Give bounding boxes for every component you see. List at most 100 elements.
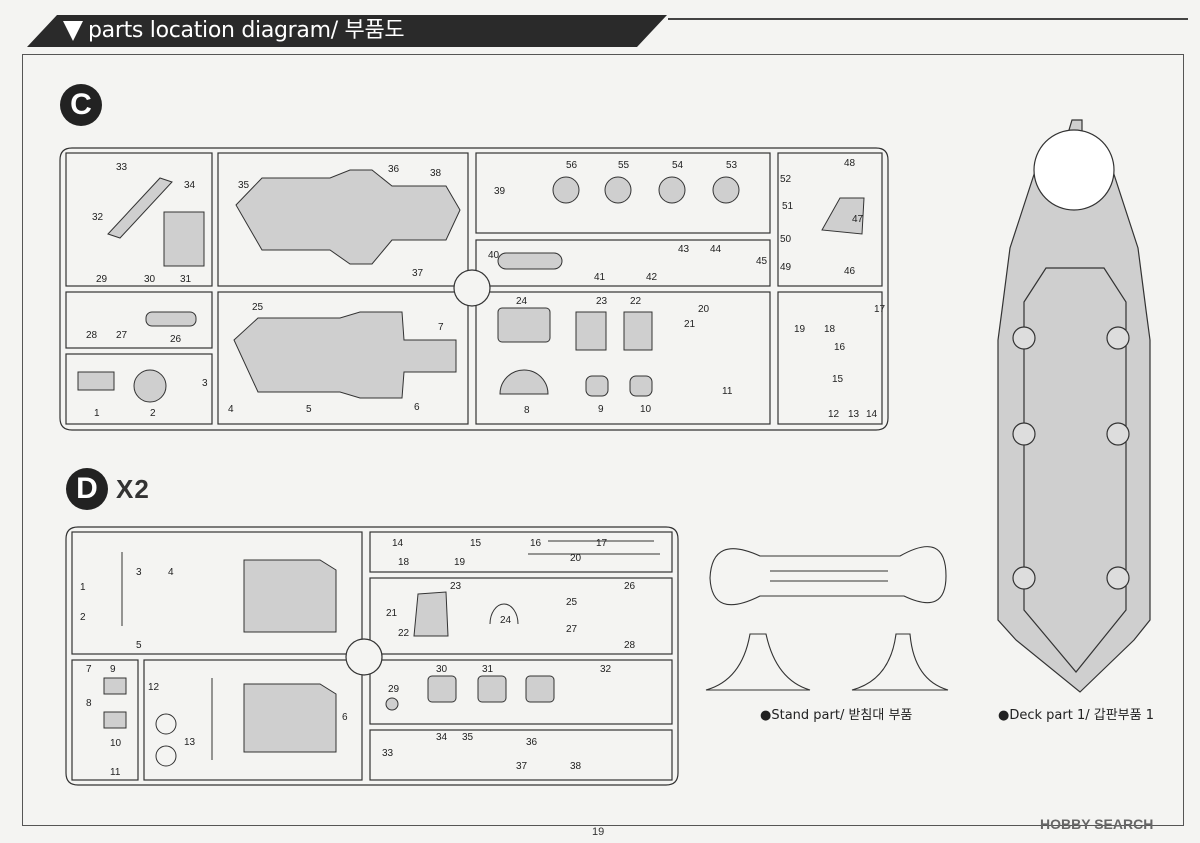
sprue-c-part-number: 48	[844, 158, 856, 169]
sprue-c-part-number: 16	[834, 342, 846, 353]
sprue-d-part-number: 26	[624, 581, 636, 592]
stand-leg-right	[851, 633, 949, 691]
part-d29	[385, 697, 399, 711]
sprue-c-cell	[777, 152, 883, 287]
sprue-c-part-number: 55	[618, 160, 630, 171]
part-c53	[712, 176, 740, 204]
sprue-c-part-number: 6	[414, 402, 420, 413]
part-c35	[235, 169, 461, 265]
sprue-c-part-number: 39	[494, 186, 506, 197]
sprue-d-cell	[369, 531, 673, 573]
sprue-c-part-number: 27	[116, 330, 128, 341]
part-c8	[499, 369, 549, 395]
sprue-d-part-number: 7	[86, 664, 92, 675]
sprue-c-part-number: 41	[594, 272, 606, 283]
sprue-d-part-number: 3	[136, 567, 142, 578]
sprue-c-part-number: 30	[144, 274, 156, 285]
sprue-d-part-number: 4	[168, 567, 174, 578]
sprue-d-part-number: 10	[110, 738, 122, 749]
stand-leg-left	[705, 633, 811, 691]
sprue-c-part-number: 35	[238, 180, 250, 191]
sprue-d-part-number: 23	[450, 581, 462, 592]
page-title: parts location diagram/ 부품도	[88, 18, 405, 43]
part-d13-lower	[155, 745, 177, 767]
sprue-c-part-number: 54	[672, 160, 684, 171]
sprue-d-part-number: 9	[110, 664, 116, 675]
sprue-d-part-number: 33	[382, 748, 394, 759]
sprue-c-cell	[65, 152, 213, 287]
stand-frame	[709, 546, 947, 606]
sprue-d-cell	[369, 659, 673, 725]
sprue-c-part-number: 44	[710, 244, 722, 255]
sprue-c-gate	[453, 269, 491, 307]
sprue-c-part-number: 11	[722, 386, 733, 397]
header-triangle-icon	[63, 21, 83, 41]
sprue-d-part-number: 22	[398, 628, 410, 639]
sprue-c-part-number: 36	[388, 164, 400, 175]
sprue-d-cell	[71, 659, 139, 781]
sprue-d-part-number: 5	[136, 640, 142, 651]
sprue-c-part-number: 22	[630, 296, 642, 307]
sprue-d-part-number: 37	[516, 761, 528, 772]
sprue-d-part-number: 36	[526, 737, 538, 748]
stand-caption: ●Stand part/ 받침대 부품	[760, 708, 913, 723]
sprue-d-frame	[65, 526, 679, 786]
sprue-c-part-number: 19	[794, 324, 806, 335]
part-c23	[575, 311, 607, 351]
sprue-c-part-number: 31	[180, 274, 192, 285]
sprue-c-cell	[65, 291, 213, 349]
sprue-d-part-number: 35	[462, 732, 474, 743]
sprue-d-part-number: 1	[80, 582, 86, 593]
sprue-c-part-number: 53	[726, 160, 738, 171]
sprue-c-part-number: 37	[412, 268, 424, 279]
sprue-c-part-number: 33	[116, 162, 128, 173]
sprue-d-part-number: 21	[386, 608, 398, 619]
sprue-c-part-number: 18	[824, 324, 836, 335]
sprue-c-part-number: 47	[852, 214, 864, 225]
deck-mount	[1012, 422, 1036, 446]
part-d22	[413, 591, 449, 637]
sprue-c-part-number: 38	[430, 168, 442, 179]
sprue-c-part-number: 5	[306, 404, 312, 415]
sprue-c-part-number: 29	[96, 274, 108, 285]
part-d9	[103, 677, 127, 695]
sprue-c-part-number: 17	[874, 304, 886, 315]
sprue-d-part-number: 16	[530, 538, 542, 549]
sprue-d-part-number: 20	[570, 553, 582, 564]
part-d24	[489, 603, 519, 625]
part-d6-upper	[243, 559, 337, 633]
sprue-c-badge: C	[60, 84, 102, 126]
sprue-c-part-number: 12	[828, 409, 840, 420]
sprue-c-part-number: 8	[524, 405, 530, 416]
part-c7	[233, 311, 457, 399]
sprue-c-part-number: 7	[438, 322, 444, 333]
sprue-c-part-number: 51	[782, 201, 794, 212]
part-c24	[497, 307, 551, 343]
sprue-c-part-number: 1	[94, 408, 100, 419]
sprue-c-part-number: 49	[780, 262, 792, 273]
part-d6-lower	[243, 683, 337, 753]
part-d30	[427, 675, 457, 703]
deck-mount	[1106, 422, 1130, 446]
sprue-d-part-number: 29	[388, 684, 400, 695]
deck-mount	[1012, 566, 1036, 590]
header-banner	[27, 15, 667, 47]
sprue-c-part-number: 9	[598, 404, 604, 415]
sprue-c-part-number: 3	[202, 378, 208, 389]
part-c22	[623, 311, 653, 351]
sprue-d-part-number: 17	[596, 538, 608, 549]
sprue-c-part-number: 28	[86, 330, 98, 341]
sprue-d-part-number: 11	[110, 767, 121, 778]
sprue-c-part-number: 52	[780, 174, 792, 185]
part-c1	[77, 371, 115, 391]
sprue-c-cell	[475, 239, 771, 287]
part-c10	[629, 375, 653, 397]
sprue-d-cell	[369, 729, 673, 781]
sprue-d-multiplier: X2	[116, 474, 150, 504]
sprue-d-gate	[345, 638, 383, 676]
sprue-c-part-number: 20	[698, 304, 710, 315]
sprue-d-part-number: 24	[500, 615, 512, 626]
sprue-c-part-number: 42	[646, 272, 658, 283]
sprue-c-cell	[475, 291, 771, 425]
